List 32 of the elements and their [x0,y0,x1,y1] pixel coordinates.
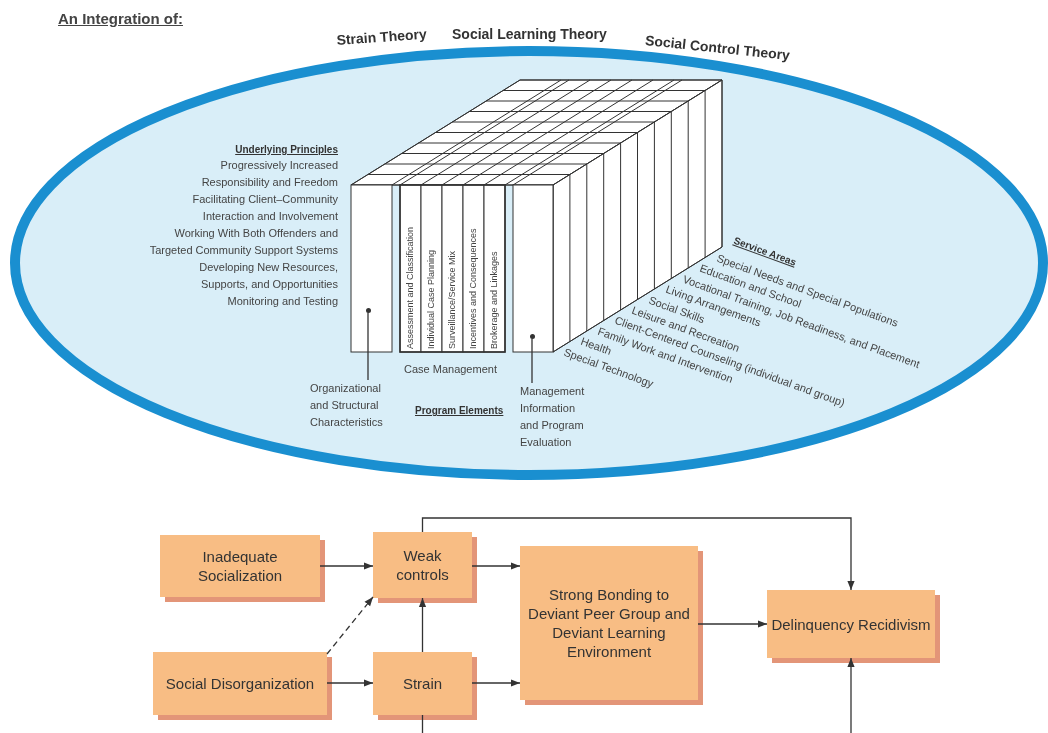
block-caption: Management Information and Program Evaluation [520,383,598,452]
list-item: Case Management [404,362,497,377]
arrow [471,562,521,570]
list-item: Developing New Resources, Supports, and Opportunities [199,260,338,292]
title: An Integration of: [58,10,183,27]
section-heading: Underlying Principles [235,143,338,157]
leader-line [367,311,369,381]
section-heading: Program Elements [415,404,504,418]
block-label: Brokerage and Linkages [488,251,500,349]
arrow [847,657,855,733]
leader-line [531,337,533,384]
arrow [319,562,374,570]
arrow [418,597,427,653]
dot-marker [529,333,535,339]
arrow [326,679,374,687]
block-caption: Organizational and Structural Characteristics [310,380,400,432]
theory-heading: Social Learning Theory [452,26,607,43]
list-item: Progressively Increased Responsibility and Freedom [201,158,338,190]
dot-marker [365,307,371,313]
arrow [326,596,374,655]
block-label: Assessment and Classification [404,226,416,349]
theory-heading: Strain Theory [336,25,428,49]
list-item: Working With Both Offenders and Targeted Community Support Systems [149,226,338,258]
arrow [471,679,521,687]
block-label: Surveillance/Service Mix [446,250,458,349]
block-label: Individual Case Planning [425,249,437,349]
list-item: Monitoring and Testing [227,294,338,309]
theory-heading: Social Control Theory [644,32,791,65]
arrow [421,517,855,591]
arrow [697,620,768,628]
block-label: Incentives and Consequences [467,228,479,349]
list-item: Facilitating Client–Community Interaction and Involvement [192,192,338,224]
